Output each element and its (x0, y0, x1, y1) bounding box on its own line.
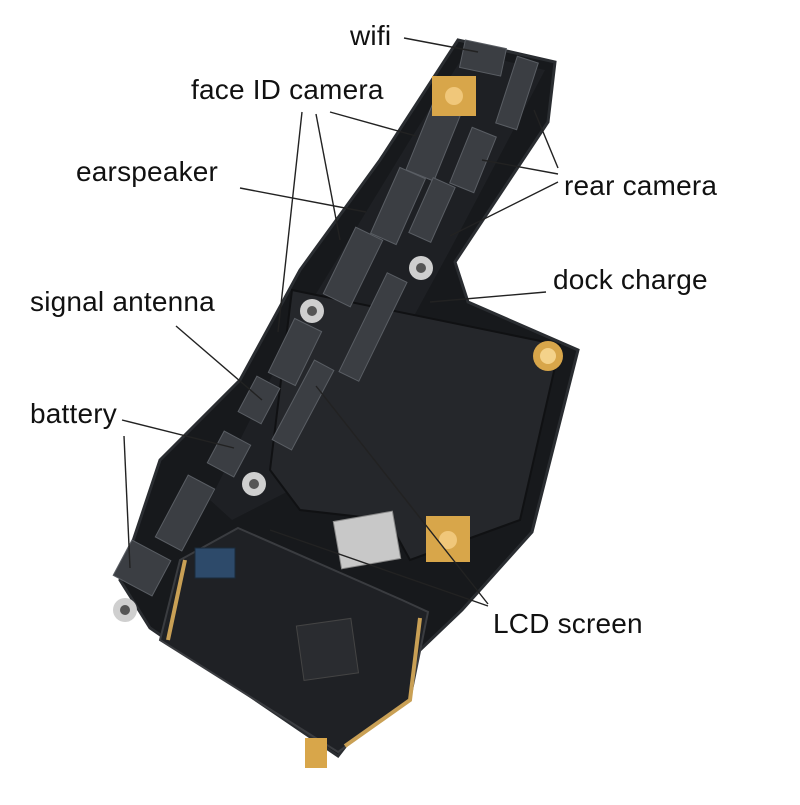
leader-lcd-2 (269, 529, 489, 607)
mounting-holes (113, 76, 563, 768)
gold-edge (343, 617, 422, 748)
soc-chip (295, 617, 360, 682)
leader-signal-antenna (175, 325, 263, 401)
leader-lcd-1 (315, 385, 489, 605)
label-face-id-camera: face ID camera (191, 74, 384, 105)
label-earspeaker: earspeaker (76, 156, 219, 187)
component-can (194, 547, 236, 579)
leader-rear-camera-1 (533, 109, 559, 169)
leader-lines (121, 37, 559, 607)
lower-shield (268, 288, 562, 562)
label-battery: battery (30, 398, 117, 429)
leader-earspeaker (239, 187, 367, 213)
leader-face-id-3 (329, 111, 417, 137)
leader-face-id-1 (277, 111, 303, 333)
label-signal-antenna: signal antenna (30, 286, 215, 317)
leader-dock-charge (429, 291, 547, 303)
label-lcd-screen: LCD screen (493, 608, 643, 639)
leader-rear-camera-2 (481, 159, 559, 175)
connectors (112, 39, 539, 597)
leader-battery-1 (121, 419, 235, 449)
leader-face-id-2 (315, 113, 341, 241)
leader-wifi (403, 37, 479, 53)
label-dock-charge: dock charge (553, 264, 708, 295)
leader-battery-2 (123, 435, 131, 569)
label-rear-camera: rear camera (564, 170, 718, 201)
leader-rear-camera-3 (449, 181, 559, 237)
label-wifi: wifi (350, 20, 392, 51)
gold-edge (166, 559, 187, 641)
component-can (332, 510, 402, 570)
